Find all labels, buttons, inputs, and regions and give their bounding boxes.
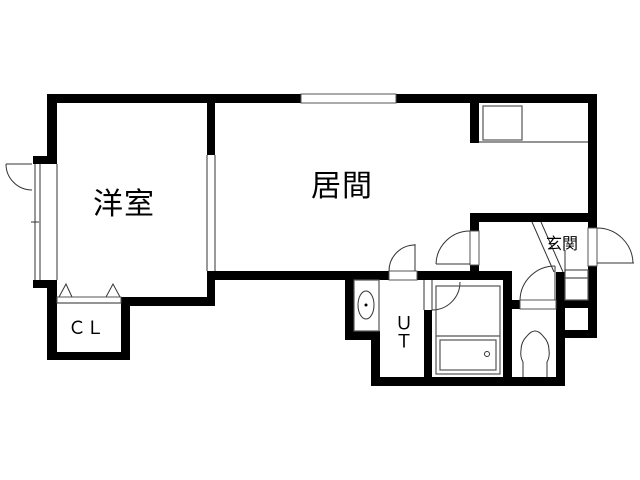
room-label-western: 洋室	[93, 187, 155, 222]
utility-label-text: ＵＴ	[392, 314, 413, 350]
room-label-living: 居間	[311, 169, 373, 204]
windows	[31, 93, 397, 280]
sliding-partition	[206, 155, 216, 271]
bathtub	[435, 285, 501, 375]
room-label-entrance: 玄関	[546, 234, 579, 253]
shoe-cabinet	[564, 269, 589, 301]
entrance-step	[531, 221, 566, 273]
room-label-closet: ＣＬ	[68, 318, 104, 339]
room-label-utility: ＵＴ	[392, 314, 413, 350]
kitchen-counter	[479, 105, 588, 143]
washbasin	[353, 279, 380, 332]
toilet	[520, 330, 550, 377]
walls	[33, 94, 597, 386]
